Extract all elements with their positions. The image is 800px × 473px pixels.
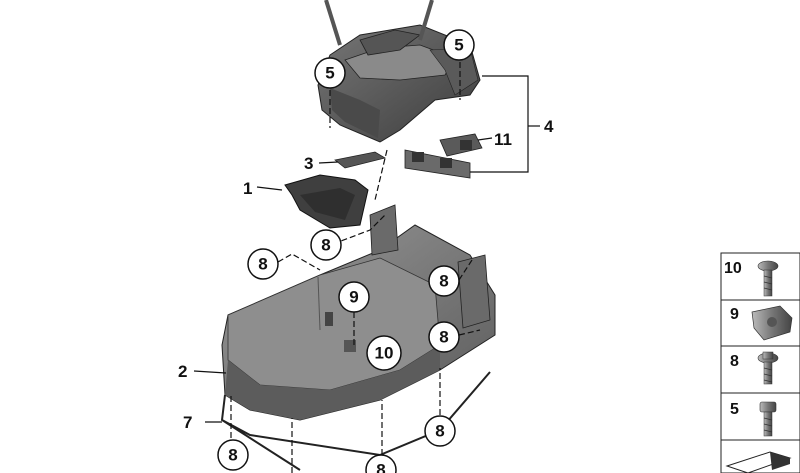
svg-text:9: 9: [349, 288, 358, 307]
fastener-legend: 10 9 8 5: [720, 252, 800, 473]
callout-3: 3: [304, 154, 313, 173]
connector-part-3: [334, 151, 387, 169]
callout-4: 4: [544, 117, 554, 136]
legend-number-5: 5: [730, 401, 739, 418]
seal-strip-icon: [725, 451, 792, 473]
leader-lines: [193, 62, 540, 473]
callout-8-bottom-left: 8: [217, 439, 249, 471]
callout-8-bottom-right: 8: [424, 415, 456, 447]
callout-8-right-upper: 8: [428, 265, 460, 297]
callout-8-left: 8: [247, 248, 279, 280]
legend-row-10: 10: [724, 260, 779, 297]
svg-text:8: 8: [435, 422, 444, 441]
guide-pins: [324, 0, 434, 46]
bracket-part: [404, 149, 471, 179]
legend-number-9: 9: [730, 306, 739, 323]
callout-8-module: 8: [310, 229, 342, 261]
legend-number-10: 10: [724, 260, 742, 277]
callout-11: 11: [494, 130, 512, 149]
relay-part-11: [439, 133, 483, 157]
svg-text:8: 8: [228, 446, 237, 465]
callout-8-right-lower: 8: [428, 321, 460, 353]
svg-text:8: 8: [376, 461, 385, 473]
legend-row-8: 8: [730, 351, 779, 385]
housing-part-2: [221, 204, 496, 421]
module-part-1: [284, 174, 369, 229]
svg-text:10: 10: [375, 344, 394, 363]
svg-text:5: 5: [325, 64, 334, 83]
svg-text:8: 8: [439, 328, 448, 347]
callout-2: 2: [178, 362, 187, 381]
svg-text:8: 8: [321, 236, 330, 255]
callout-8-bottom-center: 8: [365, 454, 397, 473]
callout-1: 1: [243, 179, 252, 198]
hex-flange-screw-icon: [757, 351, 779, 385]
callout-10: 10: [366, 335, 402, 371]
callout-5-left: 5: [314, 57, 346, 89]
callout-9: 9: [338, 281, 370, 313]
torx-screw-icon: [757, 260, 779, 297]
callout-7: 7: [183, 413, 192, 432]
u-nut-clip-icon: [751, 305, 793, 341]
legend-number-8: 8: [730, 353, 739, 370]
svg-text:8: 8: [258, 255, 267, 274]
svg-text:5: 5: [454, 36, 463, 55]
legend-row-5: 5: [730, 401, 777, 437]
hex-bolt-icon: [759, 401, 777, 437]
callout-5-right: 5: [443, 29, 475, 61]
legend-row-9: 9: [730, 305, 793, 341]
svg-text:8: 8: [439, 272, 448, 291]
upper-cover-part: [317, 24, 481, 143]
